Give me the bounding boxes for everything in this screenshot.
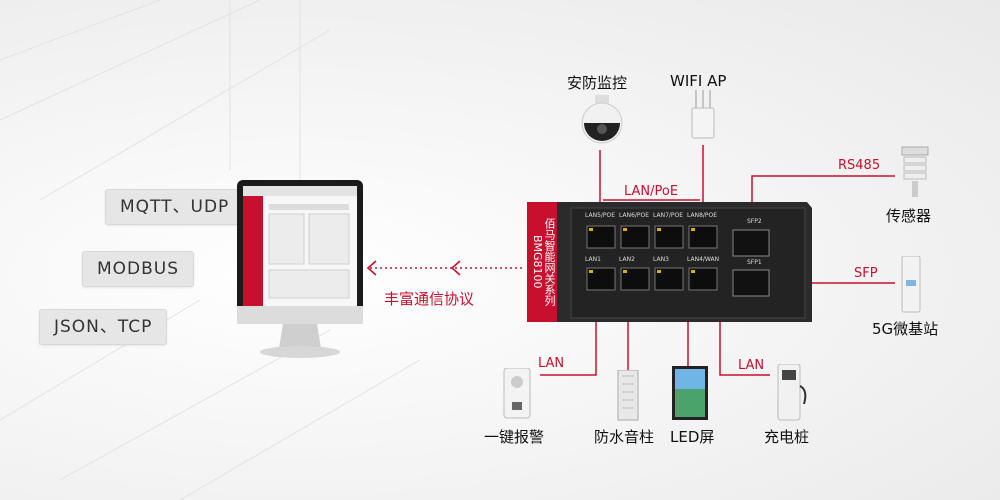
sfp2-label: SFP2 — [747, 218, 762, 225]
monitor-illustration — [237, 180, 363, 358]
speaker-icon — [617, 370, 639, 421]
port-label-lan5: LAN5/POE — [585, 212, 616, 219]
base-station-icon — [901, 256, 921, 313]
alarm-label: 一键报警 — [484, 428, 545, 446]
led-screen-icon — [672, 366, 708, 420]
lan-left-label: LAN — [538, 356, 565, 371]
sensor-label: 传感器 — [886, 207, 932, 225]
gateway-model-label: BMG8100 — [531, 235, 544, 289]
port-label-lan4: LAN4/WAN — [687, 256, 720, 263]
gateway-device: 佰马智能网关系列 BMG8100 LAN5/POE LAN6/POE LAN7/… — [527, 198, 812, 326]
sfp1-label: SFP1 — [747, 259, 762, 266]
alarm-icon — [503, 368, 531, 419]
port-label-lan6: LAN6/POE — [619, 212, 650, 219]
wifi-ap-icon — [691, 90, 715, 139]
port-label-lan2: LAN2 — [619, 256, 635, 263]
camera-icon — [581, 95, 623, 144]
rs485-label: RS485 — [838, 158, 881, 173]
port-label-lan3: LAN3 — [653, 256, 669, 263]
protocol-modbus: MODBUS — [82, 251, 195, 287]
protocol-json-tcp: JSON、TCP — [39, 309, 168, 345]
sensor-icon — [901, 146, 929, 197]
protocol-label: 丰富通信协议 — [384, 290, 475, 308]
base-station-label: 5G微基站 — [872, 320, 939, 338]
port-label-lan1: LAN1 — [585, 256, 601, 263]
wifi-ap-label: WIFI AP — [670, 72, 727, 90]
camera-label: 安防监控 — [567, 74, 628, 92]
protocol-mqtt-udp: MQTT、UDP — [105, 189, 245, 225]
lan-poe-label: LAN/PoE — [624, 184, 679, 199]
lan-right-label: LAN — [738, 358, 765, 373]
speaker-label: 防水音柱 — [594, 428, 655, 446]
charger-icon — [777, 364, 807, 421]
gateway-series-label: 佰马智能网关系列 — [543, 218, 556, 306]
dashed-arrow — [366, 260, 525, 276]
charger-label: 充电桩 — [764, 428, 810, 446]
led-label: LED屏 — [670, 428, 715, 446]
port-label-lan7: LAN7/POE — [653, 212, 684, 219]
port-label-lan8: LAN8/POE — [687, 212, 718, 219]
sfp-label: SFP — [854, 266, 878, 281]
